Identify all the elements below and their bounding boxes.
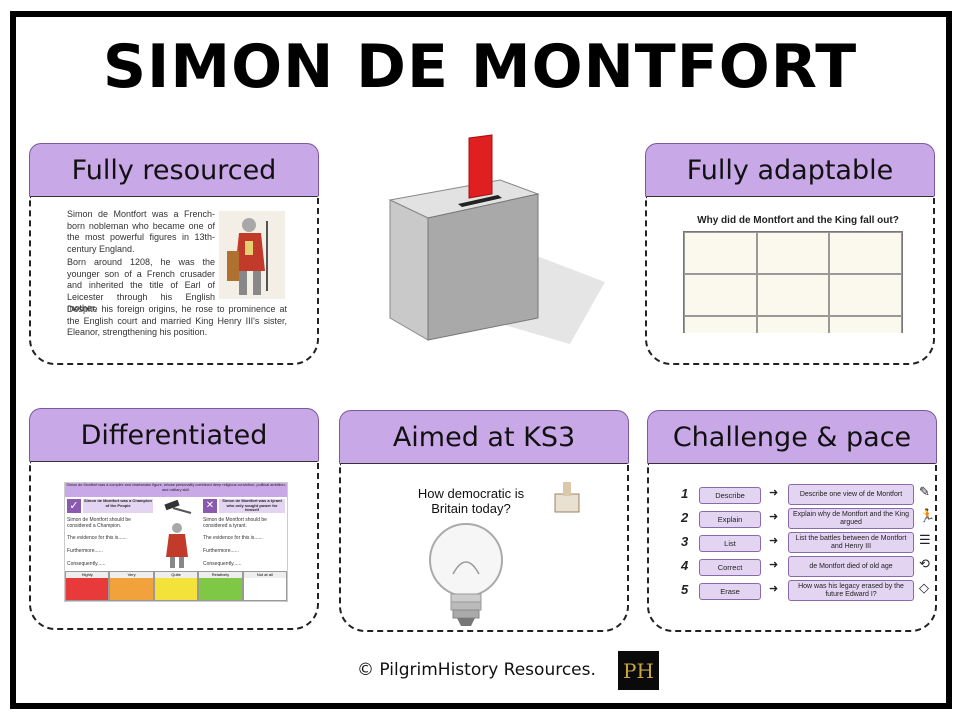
arrow-icon: ➜ [769,559,779,571]
eraser-icon: ◇ [919,580,929,595]
arrow-icon: ➜ [769,583,779,595]
steps-list: 1 Describe ➜ Describe one view of de Mon… [681,484,941,614]
scale-col: Very [109,571,154,601]
step-row: 2 Explain ➜ Explain why de Montfort and … [681,508,951,530]
cross-icon: ✕ [203,499,217,513]
pilgrimhistory-logo: PH [618,651,659,690]
scale-col: Relatively [198,571,243,601]
step-label: Describe [699,487,761,504]
right-furthermore: Furthermore...... [203,548,239,554]
right-claim: Simon de Montfort should be considered a… [203,517,267,529]
checklist-icon: ☰ [919,532,931,547]
card-body: Why did de Montfort and the King fall ou… [645,196,935,365]
step-number: 4 [681,558,689,573]
intro-banner: Simon de Montfort was a complex and char… [65,483,287,497]
check-icon: ✓ [67,499,81,513]
step-label: Erase [699,583,761,600]
card-heading: Aimed at KS3 [339,410,629,463]
page-title: SIMON DE MONTFORT [102,32,858,102]
step-number: 5 [681,582,689,597]
gavel-icon [164,499,192,514]
step-row: 4 Correct ➜ de Montfort died of old age … [681,556,951,578]
resource-preview: Simon de Montfort was a French-born nobl… [67,209,289,337]
card-heading: Challenge & pace [647,410,937,463]
scale-col: Not at all [242,571,287,601]
left-consequently: Consequently...... [67,561,106,567]
scale-header: Relatively [199,572,242,578]
card-heading: Fully adaptable [645,143,935,196]
scale-header: Quite [154,572,198,578]
pencil-icon: ✎ [919,484,930,499]
step-row: 1 Describe ➜ Describe one view of de Mon… [681,484,951,506]
scale-col: Highly [65,571,110,601]
card-body: Simon de Montfort was a French-born nobl… [29,196,319,365]
worksheet-title: Why did de Montfort and the King fall ou… [697,215,899,226]
step-number: 2 [681,510,689,525]
step-row: 3 List ➜ List the battles between de Mon… [681,532,951,554]
portrait-illustration [166,523,188,568]
step-description: de Montfort died of old age [788,556,914,577]
scale-header: Very [110,572,153,578]
ks3-question: How democratic is Britain today? [417,486,525,516]
ballot-box-small-icon [554,482,580,513]
ballot-box-illustration [388,134,605,344]
step-description: How was his legacy erased by the future … [788,580,914,601]
left-title: Simon de Montfort was a Champion of the … [83,499,153,513]
step-label: Correct [699,559,761,576]
resource-para-3: Despite his foreign origins, he rose to … [67,304,287,337]
step-row: 5 Erase ➜ How was his legacy erased by t… [681,580,951,602]
card-differentiated: Differentiated Simon de Montfort was a c… [29,408,319,630]
step-description: List the battles between de Montfort and… [788,532,914,553]
card-body: How democratic is Britain today? [339,463,629,632]
worksheet-preview: Why did de Montfort and the King fall ou… [679,213,907,333]
card-fully-adaptable: Fully adaptable Why did de Montfort and … [645,143,935,365]
resource-para-2: Born around 1208, he was the younger son… [67,257,215,313]
left-evidence: The evidence for this is...... [67,535,127,541]
copyright-footer: © PilgrimHistory Resources. [357,660,596,680]
scale-header: Not at all [243,572,287,578]
card-fully-resourced: Fully resourced Simon de Montfort was a … [29,143,319,365]
lightbulb-icon [429,523,503,626]
slide-frame [10,11,952,709]
left-claim: Simon de Montfort should be considered a… [67,517,131,529]
scale-fill [110,578,153,600]
left-furthermore: Furthermore...... [67,548,103,554]
right-title: Simon de Montfort was a tyrant who only … [219,499,285,513]
resource-para-1: Simon de Montfort was a French-born nobl… [67,209,215,254]
running-figure-icon: 🏃 [919,508,936,523]
step-number: 3 [681,534,689,549]
correction-icon: ⟲ [919,556,930,571]
step-label: Explain [699,511,761,528]
arrow-icon: ➜ [769,487,779,499]
step-number: 1 [681,486,689,501]
card-body: 1 Describe ➜ Describe one view of de Mon… [647,463,937,632]
arrow-icon: ➜ [769,535,779,547]
right-evidence: The evidence for this is...... [203,535,263,541]
differentiated-preview: Simon de Montfort was a complex and char… [64,482,288,602]
scale-fill [243,578,287,600]
scale-header: Highly [66,572,109,578]
step-description: Describe one view of de Montfort [788,484,914,505]
scale-fill [199,578,242,600]
arrow-icon: ➜ [769,511,779,523]
card-heading: Fully resourced [29,143,319,196]
step-description: Explain why de Montfort and the King arg… [788,508,914,529]
right-consequently: Consequently...... [203,561,242,567]
worksheet-grid [683,231,903,333]
scale-col: Quite [153,571,199,601]
card-body: Simon de Montfort was a complex and char… [29,461,319,630]
card-aimed-at-ks3: Aimed at KS3 How democratic is Britain t… [339,410,629,632]
card-heading: Differentiated [29,408,319,461]
scale-fill [154,578,198,600]
step-label: List [699,535,761,552]
scale-table: Highly Very Quite Relatively Not at all [65,571,287,601]
scale-fill [66,578,109,600]
knight-illustration [219,211,285,299]
card-challenge-and-pace: Challenge & pace 1 Describe ➜ Describe o… [647,410,937,632]
